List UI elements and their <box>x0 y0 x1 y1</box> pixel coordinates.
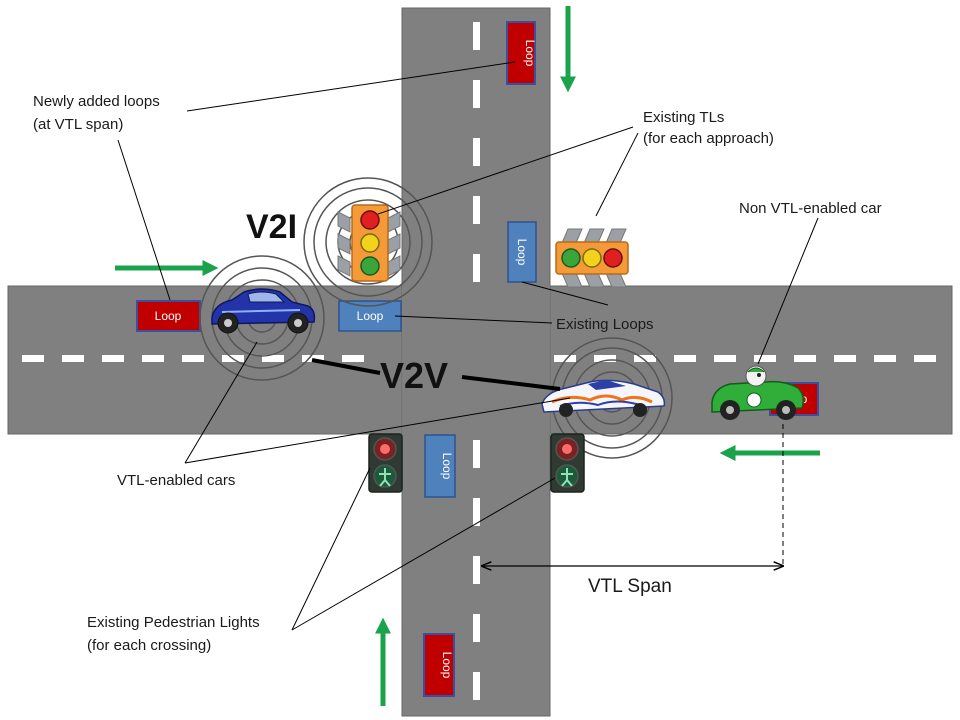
existing-tls-sublabel: (for each approach) <box>643 130 774 147</box>
pedestrian-light-icon <box>550 433 585 493</box>
vtl-enabled-cars-label: VTL-enabled cars <box>117 472 235 489</box>
newly-added-loops-label: Newly added loops <box>33 93 160 110</box>
car-icon <box>211 288 316 334</box>
non-vtl-car-label: Non VTL-enabled car <box>739 200 882 217</box>
svg-text:Loop: Loop <box>440 453 454 480</box>
pedestrian-lights-sublabel: (for each crossing) <box>87 637 211 654</box>
v2v-link <box>311 358 561 391</box>
loop-bottom-new: Loop <box>423 633 455 697</box>
callout-lines <box>117 61 819 631</box>
vtl-span-label: VTL Span <box>588 576 672 597</box>
svg-text:Loop: Loop <box>155 309 182 323</box>
svg-text:Loop: Loop <box>515 239 529 266</box>
road-network <box>7 7 953 717</box>
existing-loops-label: Existing Loops <box>556 316 654 333</box>
loop-bottom-existing: Loop <box>424 434 456 498</box>
newly-added-loops-sublabel: (at VTL span) <box>33 116 123 133</box>
traffic-light-icon <box>337 204 401 282</box>
car-icon <box>711 365 805 420</box>
car-icon <box>541 379 666 417</box>
pedestrian-light-icon <box>368 433 403 493</box>
svg-text:Loop: Loop <box>523 40 537 67</box>
existing-tls-label: Existing TLs <box>643 109 724 126</box>
traffic-light-icon <box>555 228 629 288</box>
loop-top-new: Loop <box>506 21 537 85</box>
v2i-label: V2I <box>246 208 297 246</box>
svg-text:Loop: Loop <box>440 652 454 679</box>
loop-left-new: Loop <box>136 300 201 332</box>
traffic-flow-arrows <box>115 6 820 706</box>
svg-text:Loop: Loop <box>357 309 384 323</box>
loop-top-existing: Loop <box>507 221 537 283</box>
vertical-lane-markings <box>473 22 480 700</box>
pedestrian-lights-label: Existing Pedestrian Lights <box>87 614 260 631</box>
v2v-label: V2V <box>380 355 448 396</box>
intersection <box>402 286 550 434</box>
